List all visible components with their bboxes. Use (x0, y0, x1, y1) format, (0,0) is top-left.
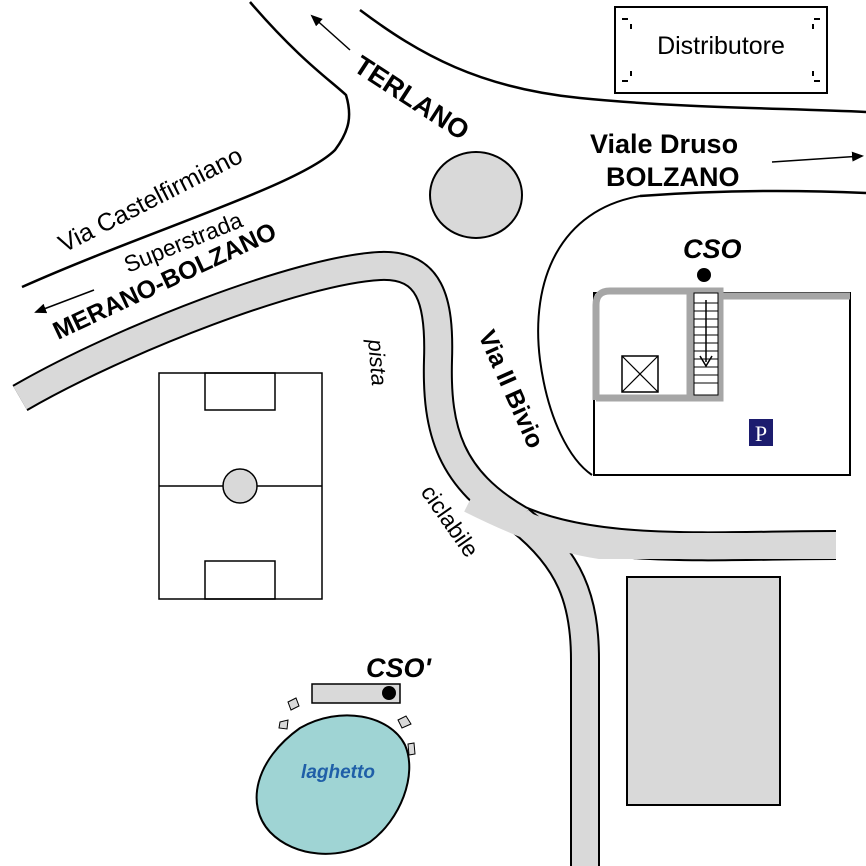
viale-druso-label: Viale Druso (590, 129, 738, 159)
football-field (158, 372, 323, 600)
corner-mark (812, 71, 814, 76)
corner-mark (622, 18, 628, 20)
distributore-label: Distributore (657, 32, 785, 60)
cso-label: CSO (683, 234, 742, 264)
terlano-label: TERLANO (349, 50, 475, 146)
road-druso-lower (639, 189, 866, 198)
corner-mark (814, 18, 820, 20)
bolzano-arrow (771, 151, 864, 163)
road-terlano-edge (359, 8, 866, 114)
bolzano-label: BOLZANO (606, 162, 739, 192)
cso-prime-marker[interactable] (382, 686, 396, 700)
corner-mark (630, 24, 632, 29)
cso-prime-building (311, 683, 401, 704)
roundabout (429, 151, 523, 239)
parking-label: P (755, 421, 767, 446)
rocks (278, 697, 416, 756)
road-junction-fill (464, 488, 836, 559)
road-south-branch-fill (511, 509, 598, 866)
corner-mark (630, 71, 632, 76)
laghetto (255, 714, 411, 855)
cso-prime-label: CSO' (366, 653, 433, 683)
corner-mark (622, 80, 628, 82)
corner-mark (812, 24, 814, 29)
pista-label: pista (363, 337, 392, 386)
road-terlano-viale-druso (21, 1, 351, 289)
merano-arrow (34, 289, 95, 314)
corner-mark (814, 80, 820, 82)
laghetto-label: laghetto (301, 762, 375, 783)
elevator-icon (621, 355, 659, 393)
road-cso-outline (537, 195, 641, 476)
cso-building-outline (592, 287, 850, 402)
cso-marker[interactable] (697, 268, 711, 282)
distributore-box[interactable]: Distributore (614, 6, 828, 94)
parking-icon: P (749, 419, 773, 446)
terlano-arrow (310, 14, 351, 51)
stairs (693, 292, 719, 396)
building-lot (626, 576, 781, 806)
